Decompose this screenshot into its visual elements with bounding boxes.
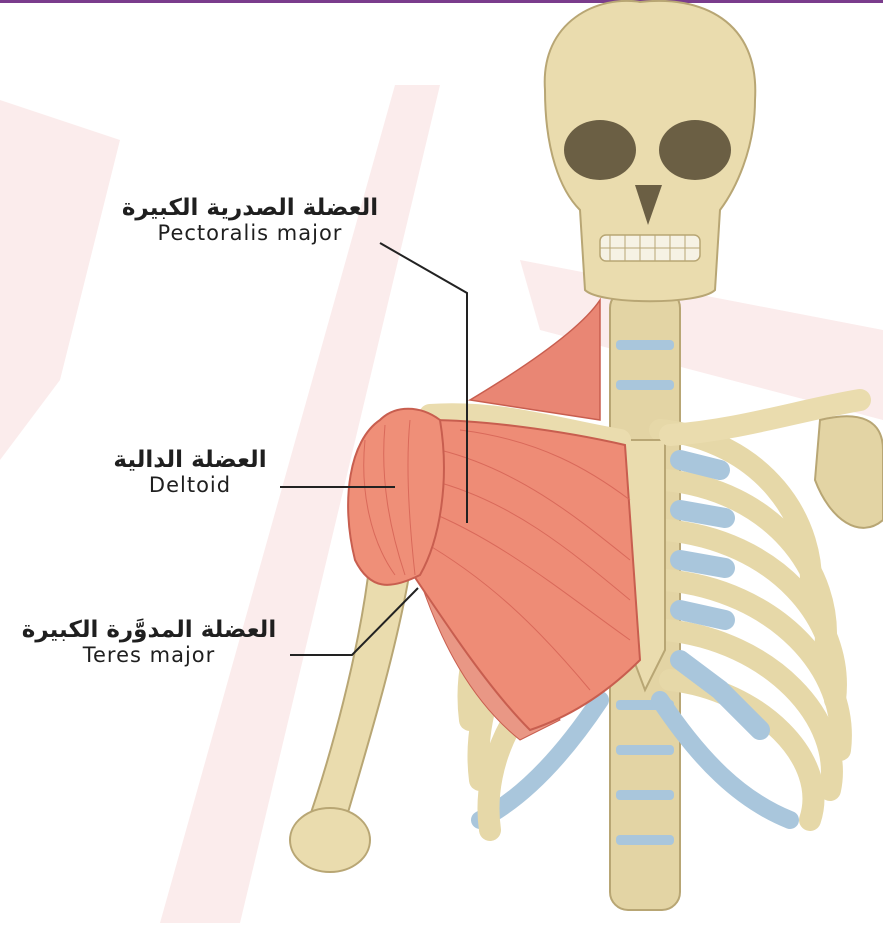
teres-label-arabic: العضلة المدوَّرة الكبيرة: [4, 617, 294, 643]
deltoid-label-arabic: العضلة الدالية: [100, 447, 280, 473]
teres-label-english: Teres major: [4, 643, 294, 667]
frame-top-line: [0, 0, 883, 3]
pectoralis-label-arabic: العضلة الصدرية الكبيرة: [120, 195, 380, 221]
teres-label: العضلة المدوَّرة الكبيرة Teres major: [4, 617, 294, 667]
deltoid-label-english: Deltoid: [100, 473, 280, 497]
deltoid-label: العضلة الدالية Deltoid: [100, 447, 280, 497]
pectoralis-label: العضلة الصدرية الكبيرة Pectoralis major: [120, 195, 380, 245]
skull: [545, 1, 756, 301]
scapula: [815, 416, 883, 528]
pectoralis-label-english: Pectoralis major: [120, 221, 380, 245]
